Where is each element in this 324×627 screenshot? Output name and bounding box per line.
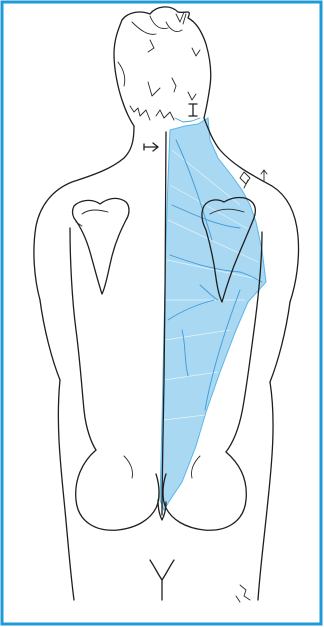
highlight-region <box>160 118 266 510</box>
highlight-fill <box>160 118 266 510</box>
figure-border <box>2 2 321 624</box>
left-scapula <box>73 198 130 294</box>
roman-numeral-one-marker <box>189 104 197 116</box>
spine-arrow-icon <box>144 143 158 151</box>
head <box>114 7 211 126</box>
shoulder-symbols-icon <box>240 170 267 188</box>
